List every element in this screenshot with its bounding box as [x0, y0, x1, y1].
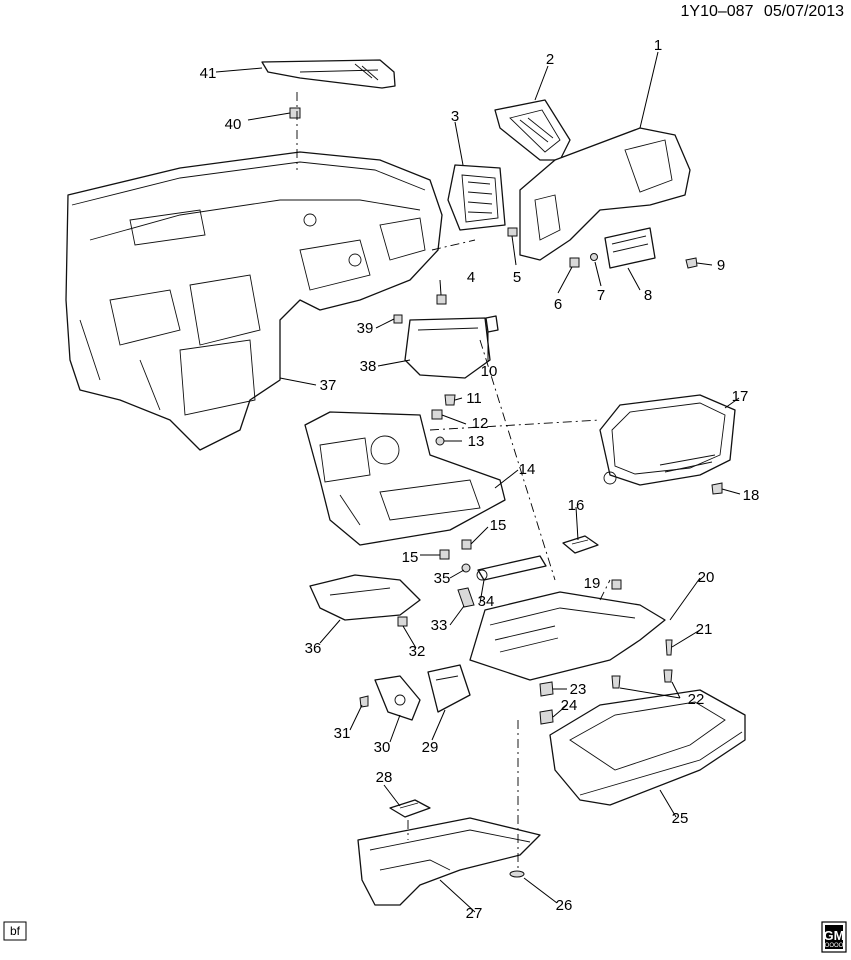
- part-1-trim-pad: [519, 127, 691, 261]
- part-31-screw: [359, 695, 369, 708]
- callout-33: 33: [431, 617, 448, 634]
- callout-7: 7: [597, 287, 605, 304]
- callout-14: 14: [519, 461, 536, 478]
- part-32-nut: [397, 616, 408, 627]
- part-29-latch-handle: [427, 664, 471, 713]
- assembly-center-lines: [296, 92, 611, 870]
- gm-logo-icon: GM OOOO: [821, 921, 847, 953]
- callout-2: 2: [546, 51, 554, 68]
- part-33-latch-striker: [457, 587, 475, 608]
- part-5-clip: [507, 227, 518, 237]
- callout-35: 35: [434, 570, 451, 587]
- callout-25: 25: [672, 810, 689, 827]
- part-39-clip: [393, 314, 403, 324]
- callout-21: 21: [696, 621, 713, 638]
- callout-39: 39: [357, 320, 374, 337]
- part-7-screw: [590, 253, 598, 261]
- callout-28: 28: [376, 769, 393, 786]
- callout-23: 23: [570, 681, 587, 698]
- part-23-bumper: [539, 681, 554, 697]
- part-21-screw: [665, 639, 673, 656]
- part-10-bracket: [485, 315, 499, 333]
- part-25-glovebox-door: [549, 689, 746, 806]
- part-37-instrument-panel-carrier: [65, 151, 443, 451]
- part-27-lower-trim-panel: [357, 817, 541, 906]
- diagram-header: 1Y10–087 05/07/2013: [681, 3, 845, 20]
- corner-tag-box: bf: [3, 921, 27, 941]
- part-13-screw: [435, 436, 445, 446]
- gm-logo-subtext: OOOO: [825, 943, 844, 949]
- callout-34: 34: [478, 593, 495, 610]
- callout-4: 4: [467, 269, 475, 286]
- diagram-ref-code: 1Y10–087: [681, 3, 754, 20]
- callout-20: 20: [698, 569, 715, 586]
- callout-16: 16: [568, 497, 585, 514]
- callout-36: 36: [305, 640, 322, 657]
- part-18-bolt: [711, 482, 723, 495]
- callout-11: 11: [466, 390, 482, 407]
- callout-22: 22: [688, 691, 705, 708]
- callout-1: 1: [654, 37, 662, 54]
- part-20-glovebox-frame: [469, 591, 666, 681]
- callout-13: 13: [468, 433, 485, 450]
- part-22-screw-b: [663, 669, 673, 683]
- callout-leaders: [215, 51, 741, 913]
- callout-31: 31: [334, 725, 351, 742]
- part-4-nut: [436, 294, 447, 305]
- callout-41: 41: [200, 65, 217, 82]
- callout-10: 10: [481, 363, 498, 380]
- part-6-nut: [569, 257, 580, 268]
- part-12-clip: [431, 409, 443, 420]
- part-3-air-outlet: [447, 164, 506, 231]
- callout-12: 12: [472, 415, 489, 432]
- callout-40: 40: [225, 116, 242, 133]
- callout-27: 27: [466, 905, 483, 922]
- callout-24: 24: [561, 697, 578, 714]
- gm-logo-text: GM: [824, 928, 845, 943]
- callout-15-b: 15: [402, 549, 419, 566]
- part-34-damper: [476, 555, 547, 581]
- part-2-air-outlet: [494, 99, 571, 161]
- part-38-knee-trim: [404, 317, 491, 379]
- callout-17: 17: [732, 388, 749, 405]
- callout-19: 19: [584, 575, 601, 592]
- callout-37: 37: [320, 377, 337, 394]
- callout-5: 5: [513, 269, 521, 286]
- part-41-defroster-grille: [261, 59, 396, 89]
- corner-tag-text: bf: [10, 924, 21, 938]
- callout-3: 3: [451, 108, 459, 125]
- part-24-bumper: [539, 709, 554, 725]
- callout-8: 8: [644, 287, 652, 304]
- part-19-nut: [611, 579, 622, 590]
- part-8-switch-module: [604, 227, 656, 269]
- callout-38: 38: [360, 358, 377, 375]
- part-22-screw-a: [611, 675, 621, 689]
- callout-labels: 1 2 3 4 5 6 7 8 9 10 11 12 13 14 15 15 1…: [200, 37, 760, 922]
- part-14-glovebox-bracket: [304, 411, 506, 546]
- part-16-label: [562, 535, 599, 554]
- part-36-insulator: [309, 574, 421, 621]
- callout-30: 30: [374, 739, 391, 756]
- part-15-nut-a: [461, 539, 472, 550]
- part-30-lock-assembly: [374, 675, 421, 721]
- part-40-clip: [289, 107, 301, 119]
- callout-18: 18: [743, 487, 760, 504]
- callout-9: 9: [717, 257, 725, 274]
- part-11-screw: [444, 394, 456, 406]
- callout-15-a: 15: [490, 517, 507, 534]
- part-15-nut-b: [439, 549, 450, 560]
- part-28-label: [389, 799, 431, 818]
- part-9-bolt: [685, 257, 698, 269]
- part-26-screw: [509, 870, 525, 878]
- callout-32: 32: [409, 643, 426, 660]
- callout-29: 29: [422, 739, 439, 756]
- part-17-airbag-module: [599, 394, 736, 486]
- callout-26: 26: [556, 897, 573, 914]
- diagram-date: 05/07/2013: [764, 3, 844, 20]
- callout-6: 6: [554, 296, 562, 313]
